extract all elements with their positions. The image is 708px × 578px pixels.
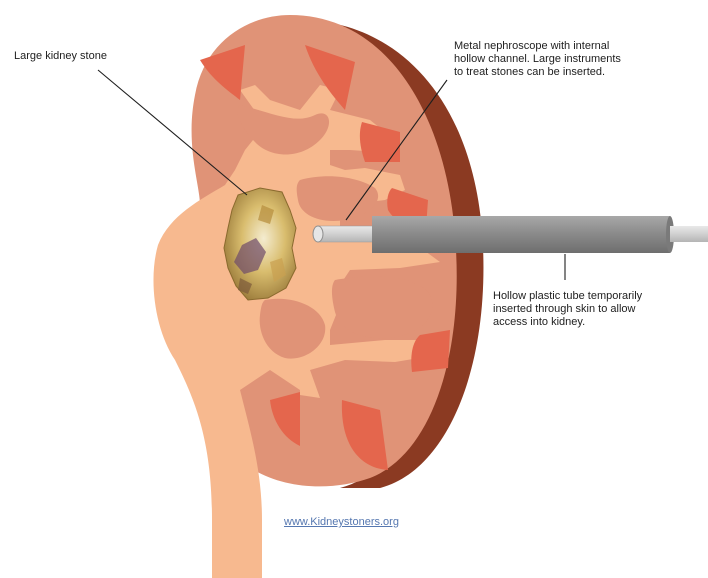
label-hollow-plastic-tube: Hollow plastic tube temporarily inserted… bbox=[493, 290, 703, 329]
website-link[interactable]: www.Kidneystoners.org bbox=[284, 516, 399, 528]
access-tube bbox=[372, 216, 670, 253]
nephroscope-proximal bbox=[670, 226, 708, 242]
nephroscope-tip bbox=[313, 226, 323, 242]
label-large-kidney-stone: Large kidney stone bbox=[14, 50, 164, 63]
label-metal-nephroscope: Metal nephroscope with internal hollow c… bbox=[454, 40, 689, 79]
kidney-stone bbox=[224, 188, 296, 300]
